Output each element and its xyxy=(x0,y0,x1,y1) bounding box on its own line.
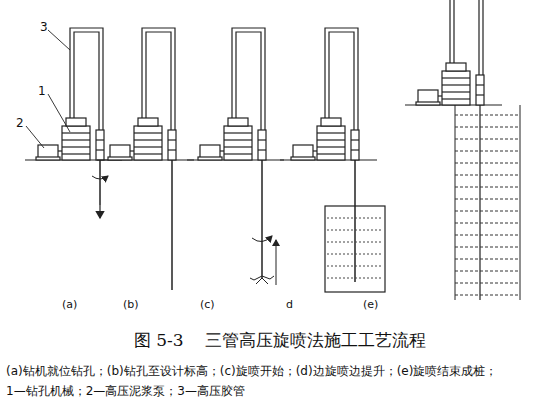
finished-pile xyxy=(405,0,520,300)
drilling-rig-d xyxy=(187,28,284,285)
stage-label: d xyxy=(286,298,293,311)
caption-note: 1—钻孔机械；2—高压泥浆泵；3—高压胶管 xyxy=(6,384,245,398)
drilling-rig-a xyxy=(25,28,122,218)
figure-caption: 图 5-3 三管高压旋喷法施工工艺流程 xyxy=(0,330,560,350)
callout-number: 1 xyxy=(38,84,46,98)
callout-number: 3 xyxy=(40,20,48,34)
stage-label: (b) xyxy=(123,298,139,311)
drilling-rig-b xyxy=(97,28,194,290)
caption-note: (a)钻机就位钻孔；(b)钻孔至设计标高；(c)旋喷开始；(d)边旋喷边提升；(… xyxy=(6,364,497,378)
stage-label: (c) xyxy=(200,298,215,311)
drilling-rig-e xyxy=(280,28,385,292)
callout-number: 2 xyxy=(16,116,24,130)
leader-line xyxy=(26,30,70,148)
stage-label: (e) xyxy=(363,298,378,311)
stage-label: (a) xyxy=(62,298,77,311)
